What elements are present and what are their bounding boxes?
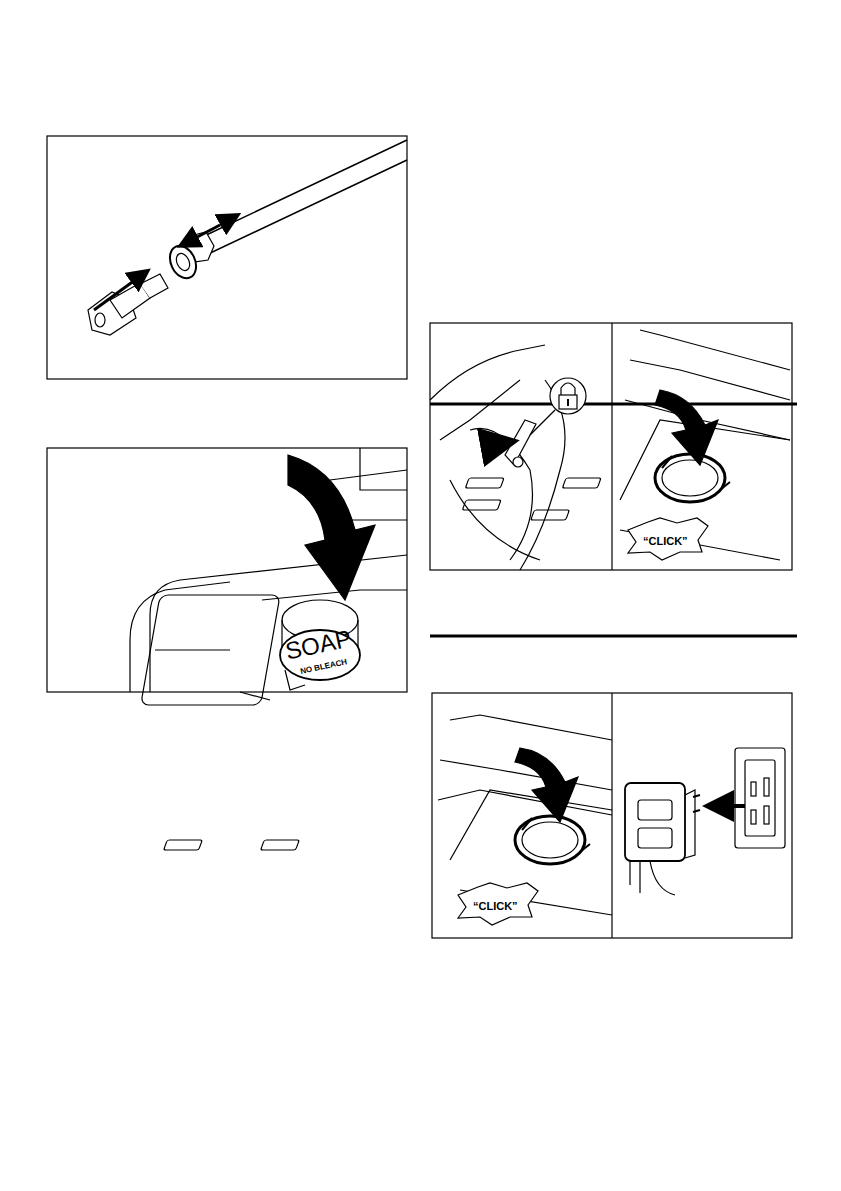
panel-frame bbox=[432, 693, 792, 938]
panel-frame bbox=[430, 323, 792, 570]
panel-frame bbox=[47, 136, 407, 379]
click-sound: “CLICK” bbox=[643, 536, 688, 547]
panel-frame bbox=[47, 448, 407, 692]
click-sound: “CLICK” bbox=[473, 901, 518, 912]
